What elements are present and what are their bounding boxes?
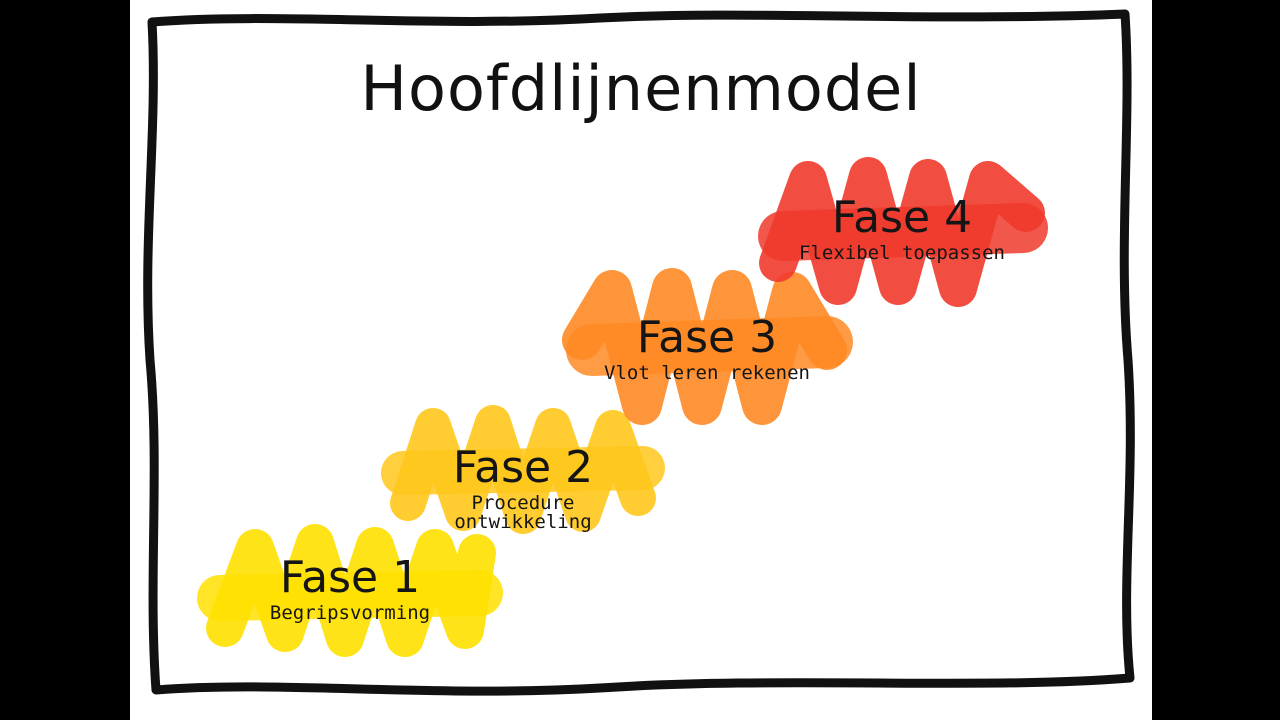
phase-2: Fase 2 Procedure ontwikkeling [381, 405, 665, 534]
phase-3: Fase 3 Vlot leren rekenen [562, 268, 853, 425]
slide: Hoofdlijnenmodel Fase 1 Begripsvorming F… [130, 0, 1152, 720]
phase-4: Fase 4 Flexibel toepassen [758, 157, 1048, 307]
phase-1-label: Fase 1 [279, 552, 421, 603]
crayon-scribble-4 [758, 157, 1048, 307]
phase-3-label: Fase 3 [636, 312, 778, 363]
hand-drawn-frame [143, 9, 1135, 696]
phase-4-label: Fase 4 [831, 192, 973, 243]
phase-3-subtitle: Vlot leren rekenen [604, 362, 810, 384]
crayon-scribble-1 [197, 524, 503, 657]
phase-1-subtitle: Begripsvorming [269, 602, 431, 624]
crayon-scribble-3 [562, 268, 853, 425]
phase-2-subtitle: Procedure ontwikkeling [454, 492, 592, 533]
phase-4-subtitle: Flexibel toepassen [799, 242, 1005, 264]
phase-2-label: Fase 2 [452, 442, 594, 493]
page-title: Hoofdlijnenmodel [360, 52, 922, 125]
crayon-scribble-2 [381, 405, 665, 534]
phase-1: Fase 1 Begripsvorming [197, 524, 503, 657]
